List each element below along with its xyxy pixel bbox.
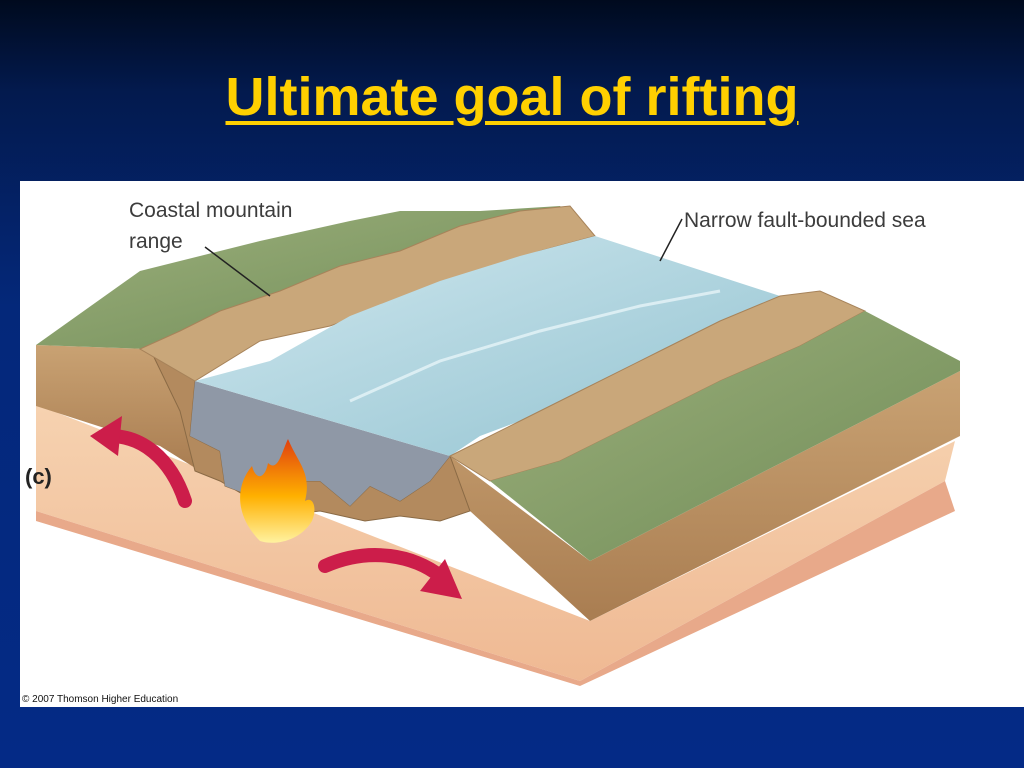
left-arrow-head xyxy=(90,416,122,456)
sea-leader-line xyxy=(659,218,683,262)
left-crust-front xyxy=(36,345,200,471)
panel-letter: (c) xyxy=(25,464,52,489)
right-land-top xyxy=(490,311,960,561)
right-crust-front xyxy=(450,371,960,621)
right-convection-arrow xyxy=(318,548,447,583)
slide-title: Ultimate goal of rifting xyxy=(225,67,799,127)
right-arrow-head xyxy=(420,559,462,599)
mantle-layer xyxy=(36,406,955,681)
fault-bounded-sea-label: Narrow fault-bounded sea xyxy=(684,209,926,232)
copyright-credit: © 2007 Thomson Higher Education xyxy=(22,694,179,705)
mantle-lower-band xyxy=(36,481,955,686)
coastal-label-line1: Coastal mountain xyxy=(129,199,293,222)
coastal-mountain-label: Coastal mountain range xyxy=(129,195,292,257)
coastal-mountain-ridge xyxy=(138,205,596,382)
coastal-label-line2: range xyxy=(129,230,183,253)
sea-ridge-line xyxy=(349,289,721,403)
coastal-leader-line xyxy=(204,246,271,297)
magma-plume xyxy=(240,439,315,543)
block-diagram-svg xyxy=(36,205,960,686)
rift-diagram: Coastal mountain range Narrow fault-boun… xyxy=(20,181,1024,707)
